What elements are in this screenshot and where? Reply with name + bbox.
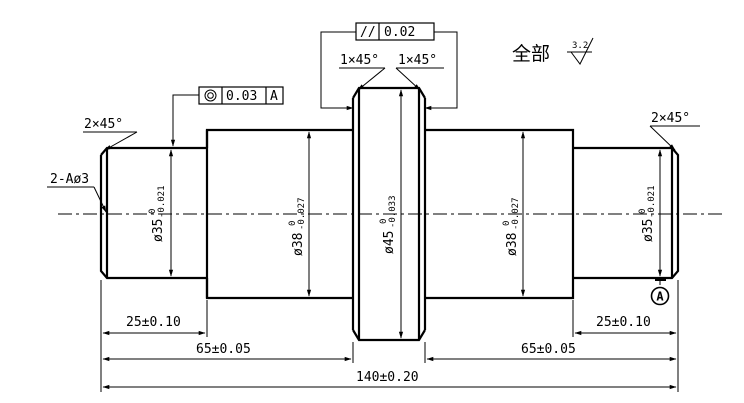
datum-a-marker: A bbox=[650, 279, 670, 306]
dim-lower-tol: -0.021 bbox=[647, 185, 657, 218]
dim-right-journal-length: 25±0.10 bbox=[596, 315, 651, 330]
dim-lower-tol: -0.021 bbox=[157, 185, 167, 218]
dim-text: ø38 bbox=[505, 233, 520, 256]
roughness-symbol-icon bbox=[570, 37, 594, 65]
concentricity-frame: 0.03 A bbox=[170, 86, 284, 147]
parallel-symbol: // bbox=[360, 25, 376, 40]
global-note: 全部 bbox=[512, 43, 550, 65]
dim-right-section-length: 65±0.05 bbox=[521, 342, 576, 357]
dim-text: ø35 bbox=[641, 219, 656, 242]
extension-lines bbox=[100, 280, 679, 392]
shaft-outline bbox=[99, 86, 680, 342]
diameter-dim-lines bbox=[168, 89, 663, 339]
dim-left-journal-length: 25±0.10 bbox=[126, 315, 181, 330]
center-hole-callout: 2-Aø3 bbox=[47, 172, 107, 213]
chamfer-right-end: 2×45° bbox=[649, 111, 700, 151]
dim-upper-tol: 0 bbox=[288, 221, 298, 226]
dim-upper-tol: 0 bbox=[502, 221, 512, 226]
dim-text: ø45 bbox=[382, 231, 397, 254]
dim-left-section-length: 65±0.05 bbox=[196, 342, 251, 357]
dim-text: ø35 bbox=[151, 219, 166, 242]
dim-right-shoulder-dia: ø38 0 -0.027 bbox=[502, 197, 521, 256]
dim-upper-tol: 0 bbox=[379, 219, 389, 224]
dim-upper-tol: 0 bbox=[148, 209, 158, 214]
parallelism-frame: // 0.02 bbox=[320, 22, 458, 111]
dim-lower-tol: -0.027 bbox=[511, 197, 521, 230]
dim-overall-length: 140±0.20 bbox=[356, 370, 419, 385]
concentricity-value: 0.03 bbox=[226, 89, 257, 104]
chamfer-collar-left: 1×45° bbox=[339, 53, 386, 91]
dim-lower-tol: -0.033 bbox=[388, 195, 398, 228]
dim-collar-dia: ø45 0 -0.033 bbox=[379, 195, 398, 254]
chamfer-label: 1×45° bbox=[398, 53, 437, 68]
chamfer-left-end: 2×45° bbox=[83, 117, 138, 151]
roughness-value: 3.2 bbox=[572, 41, 588, 51]
dim-text: ø38 bbox=[291, 233, 306, 256]
surface-finish-note: 全部 3.2 bbox=[512, 37, 594, 65]
datum-label: A bbox=[656, 290, 664, 304]
concentricity-icon bbox=[204, 89, 217, 102]
concentricity-datum: A bbox=[270, 89, 278, 104]
dim-left-shoulder-dia: ø38 0 -0.027 bbox=[288, 197, 307, 256]
chamfer-collar-right: 1×45° bbox=[395, 53, 444, 91]
dim-right-journal-dia: ø35 0 -0.021 bbox=[638, 185, 657, 242]
center-hole-label: 2-Aø3 bbox=[50, 172, 89, 187]
dim-lower-tol: -0.027 bbox=[297, 197, 307, 230]
chamfer-label: 2×45° bbox=[651, 111, 690, 126]
length-dim-lines bbox=[102, 330, 677, 390]
dim-upper-tol: 0 bbox=[638, 209, 648, 214]
chamfer-label: 2×45° bbox=[84, 117, 123, 132]
parallel-value: 0.02 bbox=[384, 25, 415, 40]
dim-left-journal-dia: ø35 0 -0.021 bbox=[148, 185, 167, 242]
chamfer-label: 1×45° bbox=[340, 53, 379, 68]
